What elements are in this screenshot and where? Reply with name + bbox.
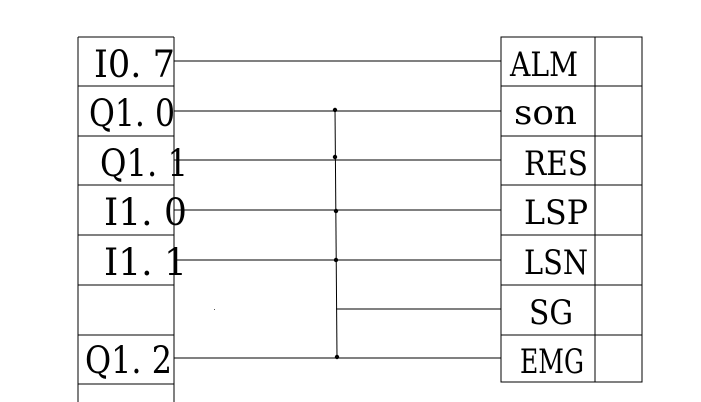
junction-dot bbox=[332, 107, 338, 113]
right-terminal-label: RES bbox=[524, 144, 588, 184]
left-terminal-label: Q1. 0 bbox=[89, 92, 175, 135]
left-terminal-label: I1. 1 bbox=[104, 241, 187, 284]
right-terminal-label: LSP bbox=[524, 193, 588, 233]
left-terminal-label: I1. 0 bbox=[104, 191, 187, 234]
junction-dot bbox=[333, 257, 339, 263]
right-terminal-label: EMG bbox=[520, 342, 584, 382]
junction-dot bbox=[333, 208, 339, 214]
right-terminal-label: SG bbox=[529, 293, 573, 333]
right-terminal-label: son bbox=[514, 93, 577, 133]
junction-dot bbox=[334, 354, 340, 360]
left-labels: I0. 7 Q1. 0 Q1. 1 I1. 0 I1. 1 Q1. 2 bbox=[85, 43, 188, 382]
left-terminal-block bbox=[77, 36, 175, 402]
common-bus bbox=[334, 107, 338, 359]
right-labels: ALM son RES LSP LSN SG EMG bbox=[509, 45, 588, 382]
right-terminal-label: ALM bbox=[509, 45, 578, 85]
left-terminal-label: Q1. 1 bbox=[100, 142, 188, 185]
junction-dots bbox=[332, 107, 340, 360]
right-terminal-label: LSN bbox=[524, 243, 588, 283]
left-terminal-label: I0. 7 bbox=[94, 43, 175, 86]
speck bbox=[214, 309, 215, 310]
left-terminal-label: Q1. 2 bbox=[85, 339, 172, 382]
junction-dot bbox=[332, 154, 338, 160]
